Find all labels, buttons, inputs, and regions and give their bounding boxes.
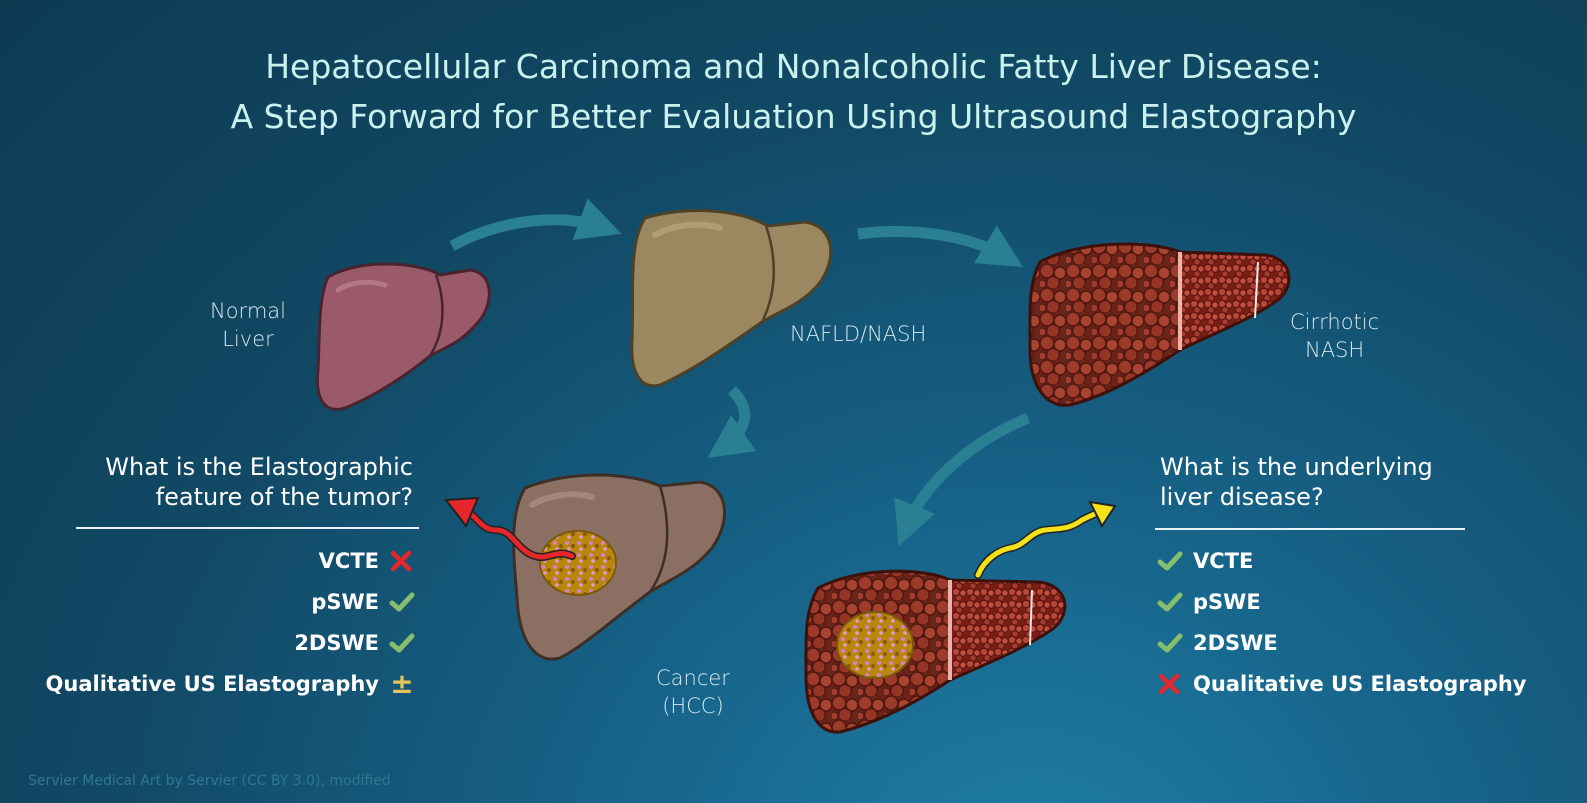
- left-method-qualitative: Qualitative US Elastography ±: [45, 666, 414, 700]
- cirrhotic-liver-illustration: [1028, 242, 1291, 407]
- left-method-vcte: VCTE: [46, 540, 415, 581]
- right-method-qualitative: Qualitative US Elastography: [1157, 663, 1526, 704]
- arrow-normal-to-nafld: [449, 198, 622, 251]
- check-icon: [1157, 590, 1183, 614]
- yellow-wavy-arrow: [974, 500, 1117, 579]
- page-title: Hepatocellular Carcinoma and Nonalcoholi…: [0, 42, 1587, 142]
- title-line-1: Hepatocellular Carcinoma and Nonalcoholi…: [265, 47, 1322, 86]
- left-question: What is the Elastographic feature of the…: [105, 453, 413, 511]
- label-nafld-nash: NAFLD/NASH: [790, 322, 927, 346]
- right-method-vcte: VCTE: [1157, 540, 1526, 581]
- cross-icon: [1157, 672, 1183, 696]
- label-cancer-hcc: Cancer (HCC): [656, 666, 730, 718]
- normal-liver-illustration: [315, 262, 491, 411]
- nafld-liver-illustration: [630, 209, 833, 388]
- left-divider: [76, 527, 419, 529]
- label-normal-liver: Normal Liver: [210, 299, 286, 351]
- check-icon: [389, 590, 415, 614]
- check-icon: [1157, 631, 1183, 655]
- plus-minus-icon: ±: [390, 666, 414, 700]
- left-method-pswe: pSWE: [46, 581, 415, 622]
- label-cirrhotic-nash: Cirrhotic NASH: [1290, 310, 1380, 362]
- check-icon: [1157, 549, 1183, 573]
- arrow-nafld-to-cirrhotic: [857, 225, 1024, 268]
- red-wavy-arrow: [444, 496, 576, 561]
- hcc-cirrhotic-liver-illustration: [804, 569, 1067, 734]
- right-divider: [1155, 528, 1465, 530]
- hcc-liver-illustration: [512, 473, 726, 661]
- title-line-2: A Step Forward for Better Evaluation Usi…: [230, 97, 1357, 136]
- left-method-list: VCTE pSWE 2DSWE Qualitative US Elastogra…: [46, 540, 415, 704]
- arrow-nafld-to-hcc: [707, 386, 757, 459]
- cross-icon: [389, 549, 415, 573]
- arrow-cirrhotic-to-hcc: [894, 412, 1031, 547]
- left-method-2dswe: 2DSWE: [46, 622, 415, 663]
- right-method-2dswe: 2DSWE: [1157, 622, 1526, 663]
- right-question: What is the underlying liver disease?: [1160, 453, 1433, 511]
- image-credit: Servier Medical Art by Servier (CC BY 3.…: [28, 773, 391, 789]
- right-method-list: VCTE pSWE 2DSWE Qualitative US Elastogra…: [1157, 540, 1526, 704]
- right-method-pswe: pSWE: [1157, 581, 1526, 622]
- check-icon: [389, 631, 415, 655]
